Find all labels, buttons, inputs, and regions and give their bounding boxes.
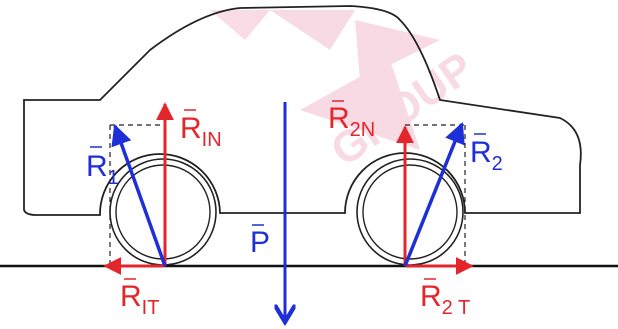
- label-r1-sub: 1: [108, 167, 119, 189]
- label-r2n-sub: 2N: [350, 119, 376, 141]
- svg-text:RIN: RIN: [180, 112, 222, 151]
- label-r2-sub: 2: [492, 153, 503, 175]
- label-r1t-sub: IT: [142, 297, 160, 319]
- label-p: P: [250, 224, 270, 259]
- label-r1t-base: R: [120, 280, 142, 313]
- label-r2-base: R: [470, 136, 492, 169]
- label-r2n: R2N: [328, 100, 375, 141]
- label-r2t-base: R: [420, 280, 442, 313]
- label-r2: R2: [470, 133, 503, 175]
- vector-r1: [111, 124, 167, 267]
- svg-text:R2: R2: [470, 136, 503, 175]
- label-r1n-sub: IN: [202, 129, 222, 151]
- vector-r2: [403, 122, 465, 267]
- label-r1t: RIT: [120, 278, 159, 319]
- svg-text:R2N: R2N: [328, 102, 375, 141]
- label-p-base: P: [250, 226, 270, 259]
- svg-text:R2 T: R2 T: [420, 280, 470, 319]
- label-r1: R1: [86, 146, 119, 189]
- label-r1n-base: R: [180, 112, 202, 145]
- svg-text:R1: R1: [86, 150, 119, 189]
- car-body-outline: [23, 5, 582, 216]
- label-r2n-base: R: [328, 102, 350, 135]
- label-r1-base: R: [86, 150, 108, 183]
- label-r2t: R2 T: [420, 278, 470, 319]
- label-r1n: RIN: [180, 109, 222, 151]
- watermark: GROUP: [210, 10, 482, 176]
- svg-text:RIT: RIT: [120, 280, 159, 319]
- label-r2t-sub: 2 T: [442, 297, 471, 319]
- svg-text:P: P: [250, 226, 270, 259]
- front-wheel: [109, 158, 217, 266]
